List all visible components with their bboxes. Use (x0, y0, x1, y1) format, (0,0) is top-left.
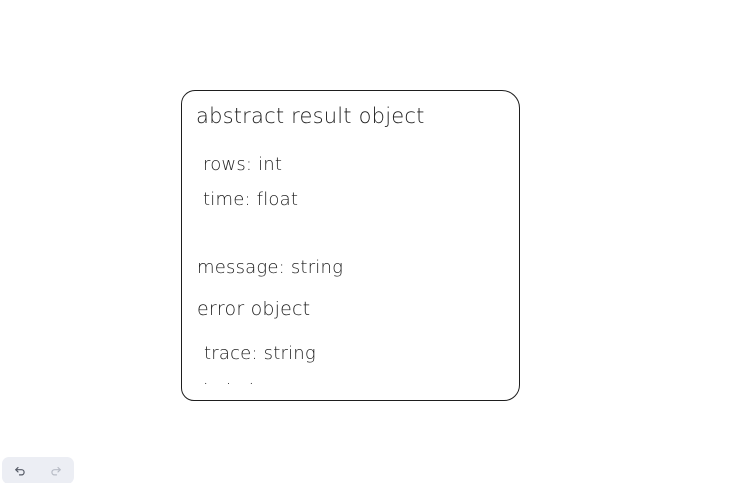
undo-button[interactable] (2, 457, 38, 483)
undo-redo-toolbar (2, 457, 74, 483)
undo-icon (15, 466, 25, 475)
ellipsis-text[interactable]: . . . (203, 369, 261, 389)
error-object-heading[interactable]: error object (197, 298, 311, 320)
card-title[interactable]: abstract result object (196, 104, 425, 128)
field-trace[interactable]: trace: string (204, 343, 316, 364)
field-message[interactable]: message: string (197, 257, 344, 278)
field-rows[interactable]: rows: int (203, 154, 283, 175)
redo-icon (51, 466, 61, 475)
redo-button[interactable] (38, 457, 74, 483)
result-object-card[interactable] (181, 90, 520, 401)
field-time[interactable]: time: float (203, 189, 299, 210)
